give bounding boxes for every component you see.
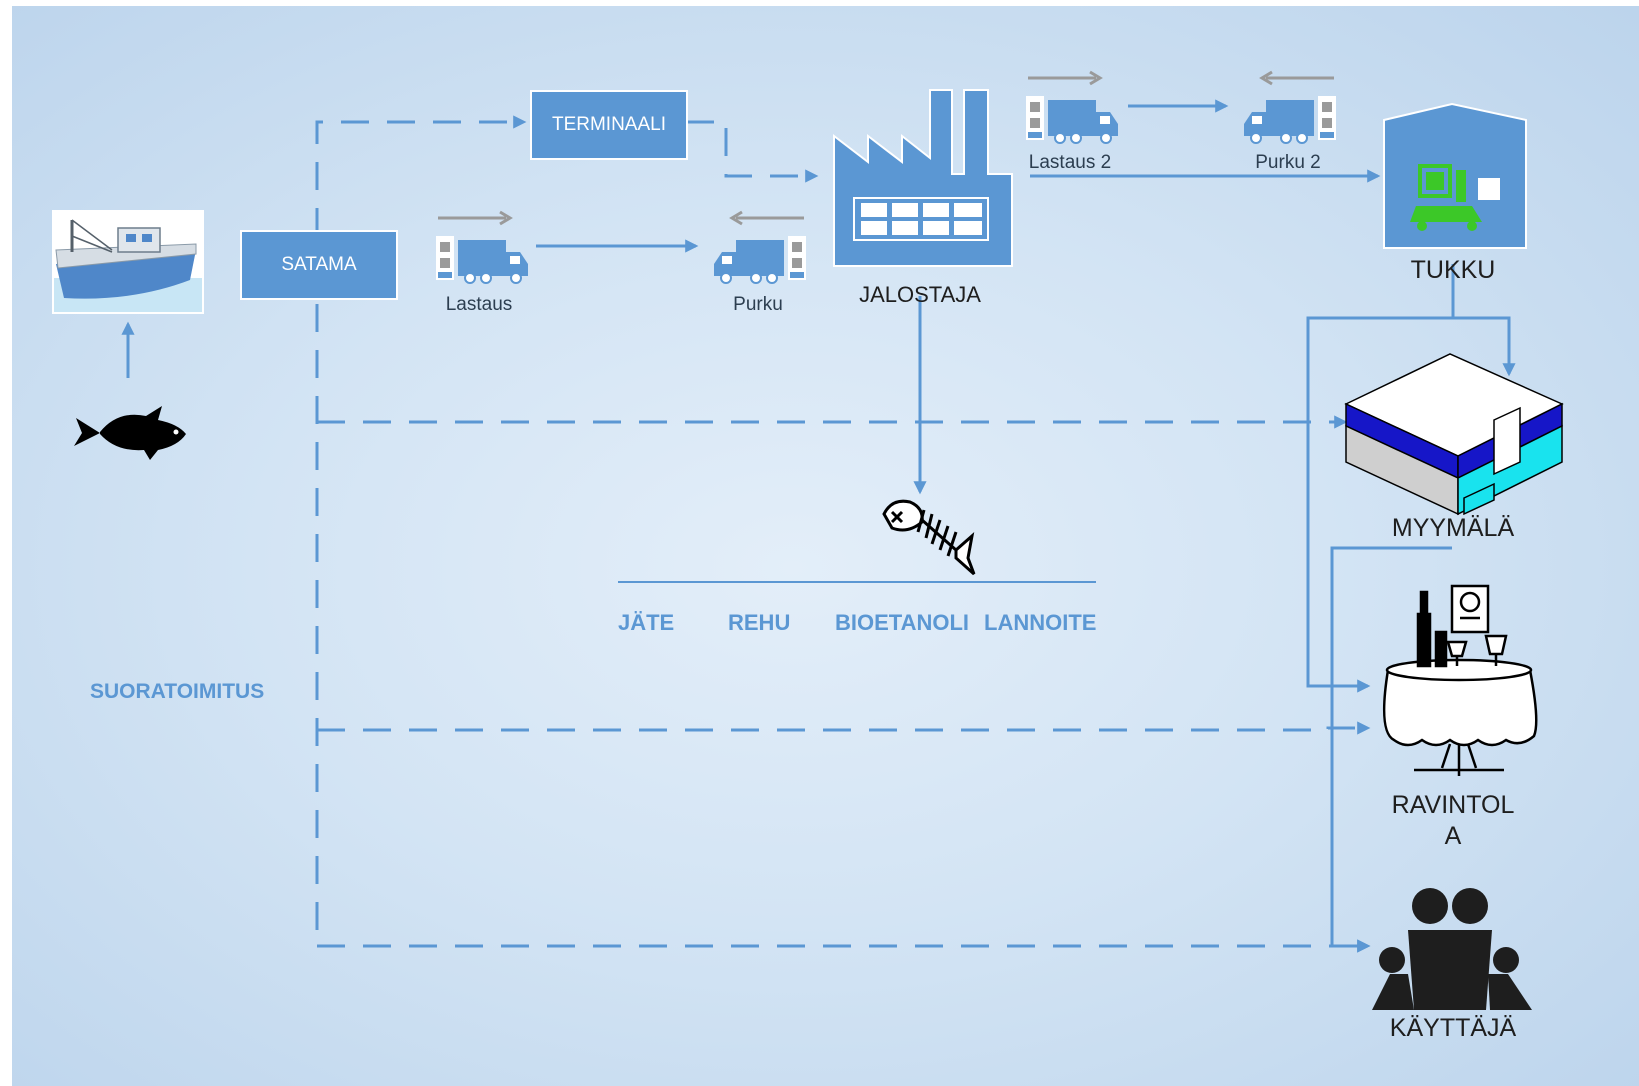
- dashed-flows: [315, 115, 1371, 953]
- warehouse-icon: [1383, 102, 1527, 249]
- lastaus2-label: Lastaus 2: [1028, 152, 1112, 173]
- fishing-boat-icon: [52, 210, 204, 314]
- truck-icon-lastaus: [436, 210, 528, 284]
- dashed-terminaali-to-factory: [686, 120, 819, 183]
- myymala-to-kayttaja-arrow: [1330, 546, 1452, 953]
- tukku-to-ravintola-arrow: [1306, 316, 1453, 693]
- truck-icon-lastaus2: [1026, 70, 1118, 144]
- ravintola-label: RAVINTOL A: [1391, 791, 1515, 850]
- truck-icon-purku: [714, 210, 806, 284]
- purku-label: Purku: [733, 294, 783, 315]
- solid-flows: [121, 99, 1516, 953]
- diagram-graphics: [52, 70, 1564, 1010]
- store-icon: [1344, 353, 1564, 516]
- myymala-label: MYYMÄLÄ: [1391, 514, 1515, 542]
- family-icon: [1372, 888, 1532, 1010]
- fish-icon: [74, 406, 186, 460]
- dashed-to-terminaali: [315, 115, 527, 282]
- terminaali-box: TERMINAALI: [530, 90, 688, 160]
- waste-category-lannoite: LANNOITE: [984, 610, 1097, 635]
- tukku-to-myymala-arrow: [1451, 264, 1516, 377]
- truck-icon-purku2: [1244, 70, 1336, 144]
- flow-diagram: SATAMA TERMINAALI Lastaus Purku Lastaus …: [12, 6, 1639, 1086]
- lastaus-label: Lastaus: [445, 294, 513, 315]
- restaurant-table-icon: [1382, 584, 1538, 776]
- kayttaja-label: KÄYTTÄJÄ: [1389, 1014, 1517, 1042]
- satama-box: SATAMA: [240, 230, 398, 300]
- waste-category-jate: JÄTE: [618, 610, 675, 635]
- jalostaja-label: JALOSTAJA: [859, 282, 981, 307]
- waste-category-rehu: REHU: [728, 610, 791, 635]
- waste-category-bioetanoli: BIOETANOLI: [835, 610, 970, 635]
- tukku-label: TUKKU: [1410, 256, 1496, 284]
- dashed-to-ravintola: [317, 721, 1371, 735]
- purku2-label: Purku 2: [1255, 152, 1321, 173]
- factory-icon: [833, 89, 1013, 267]
- truck-icons: [436, 70, 1336, 284]
- fish-skeleton-icon: [882, 499, 976, 576]
- suoratoimitus-label: SUORATOIMITUS: [90, 680, 265, 703]
